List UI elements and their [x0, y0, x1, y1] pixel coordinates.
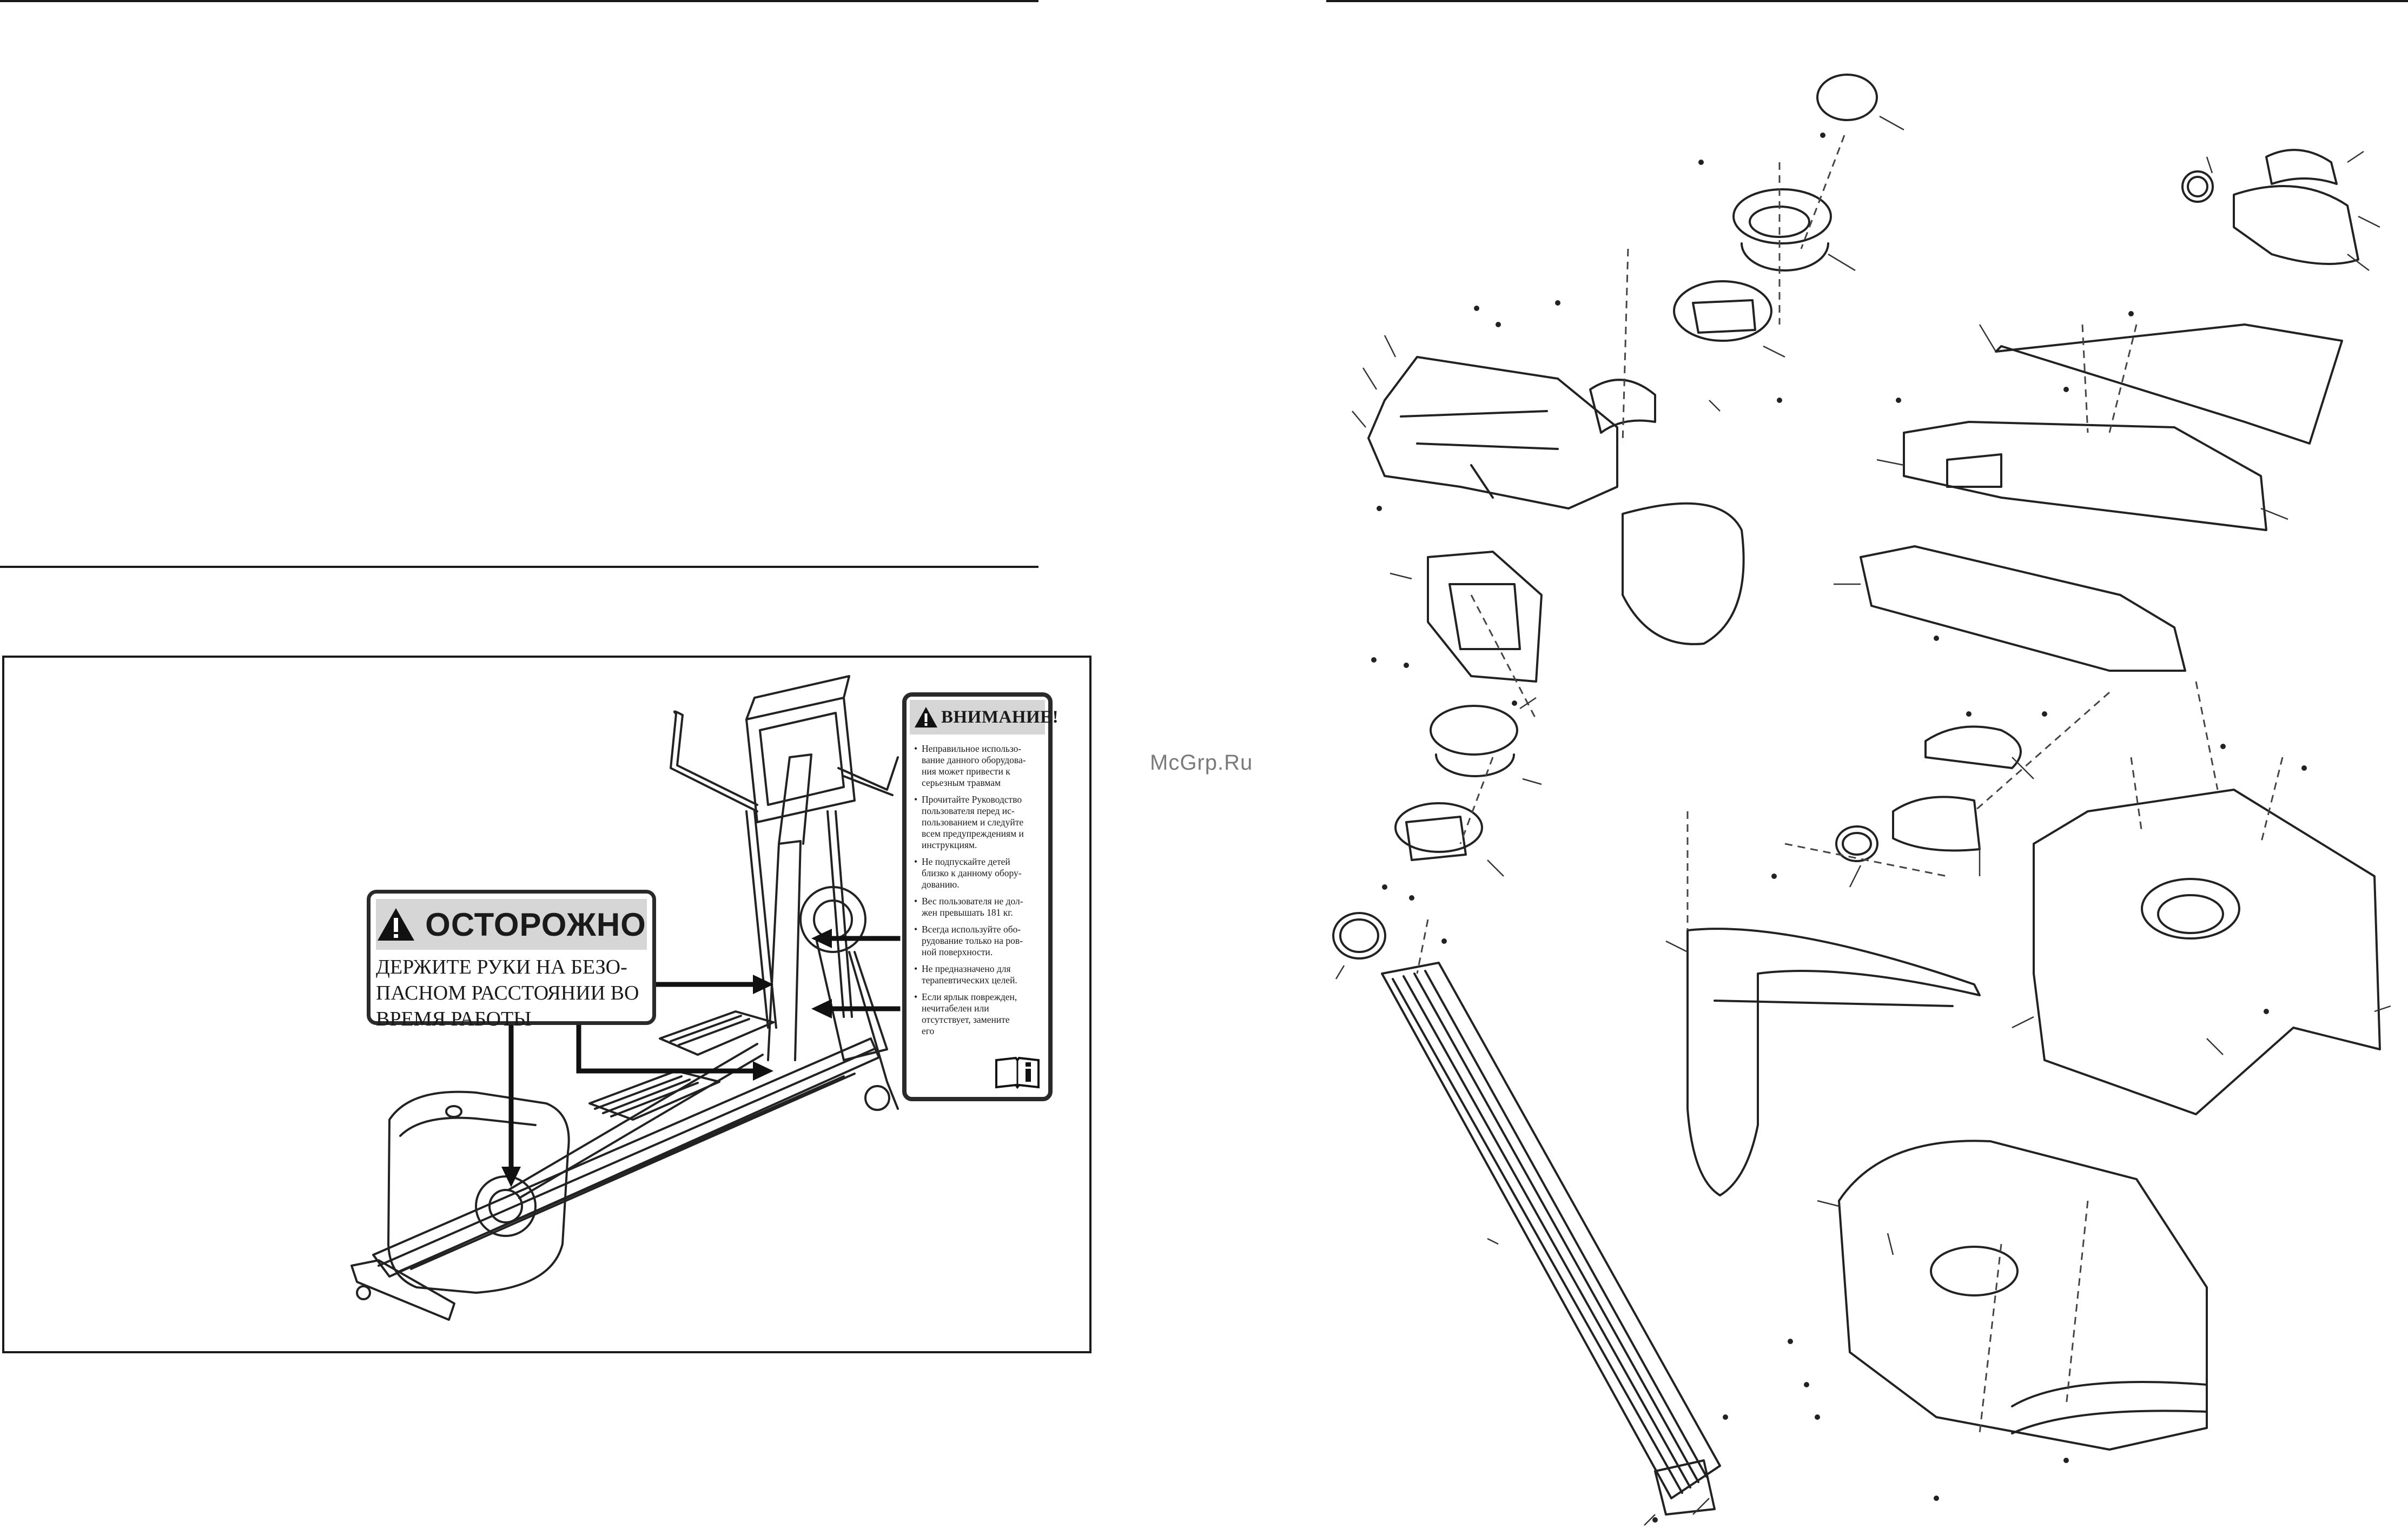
manual-info-icon — [995, 1056, 1040, 1089]
caution-item: • Прочитайте Руководство пользователя пе… — [914, 794, 1024, 850]
caution-list: • Неправильное использо- вание данного о… — [914, 743, 1044, 1042]
section-divider — [0, 566, 1038, 568]
caution-item: • Всегда используйте обо- рудование толь… — [914, 924, 1023, 957]
warning-label: ОСТОРОЖНО ДЕРЖИТЕ РУКИ НА БЕЗО- ПАСНОМ Р… — [367, 890, 656, 1030]
warning-label-title: ОСТОРОЖНО — [425, 906, 646, 943]
caution-item: • Вес пользователя не дол- жен превышать… — [914, 896, 1023, 918]
warning-illustration-frame — [2, 656, 1091, 1353]
warning-label-line: ДЕРЖИТЕ РУКИ НА БЕЗО- — [376, 956, 627, 978]
caution-item: • Не подпускайте детей близко к данному … — [914, 856, 1022, 890]
caution-label-header: ВНИМАНИЕ! — [910, 700, 1059, 735]
caution-item: • Не предназначено для терапевтических ц… — [914, 963, 1017, 985]
warning-triangle-icon — [378, 908, 415, 941]
watermark-text: McGrp.Ru — [1150, 751, 1253, 775]
warning-label-line: ВРЕМЯ РАБОТЫ — [376, 1008, 532, 1030]
top-rule-left — [0, 0, 1038, 2]
caution-label: ВНИМАНИЕ! • Неправильное использо- вание… — [902, 692, 1059, 1101]
caution-label-title: ВНИМАНИЕ! — [941, 707, 1059, 727]
warning-label-text: ДЕРЖИТЕ РУКИ НА БЕЗО- ПАСНОМ РАССТОЯНИИ … — [376, 954, 648, 1032]
caution-item: • Если ярлык поврежден, нечитабелен или … — [914, 991, 1017, 1036]
top-rule-right — [1326, 0, 2408, 2]
caution-item: • Неправильное использо- вание данного о… — [914, 743, 1026, 788]
warning-triangle-icon — [915, 707, 937, 727]
warning-label-line: ПАСНОМ РАССТОЯНИИ ВО — [376, 982, 639, 1004]
warning-label-header: ОСТОРОЖНО — [376, 899, 647, 950]
